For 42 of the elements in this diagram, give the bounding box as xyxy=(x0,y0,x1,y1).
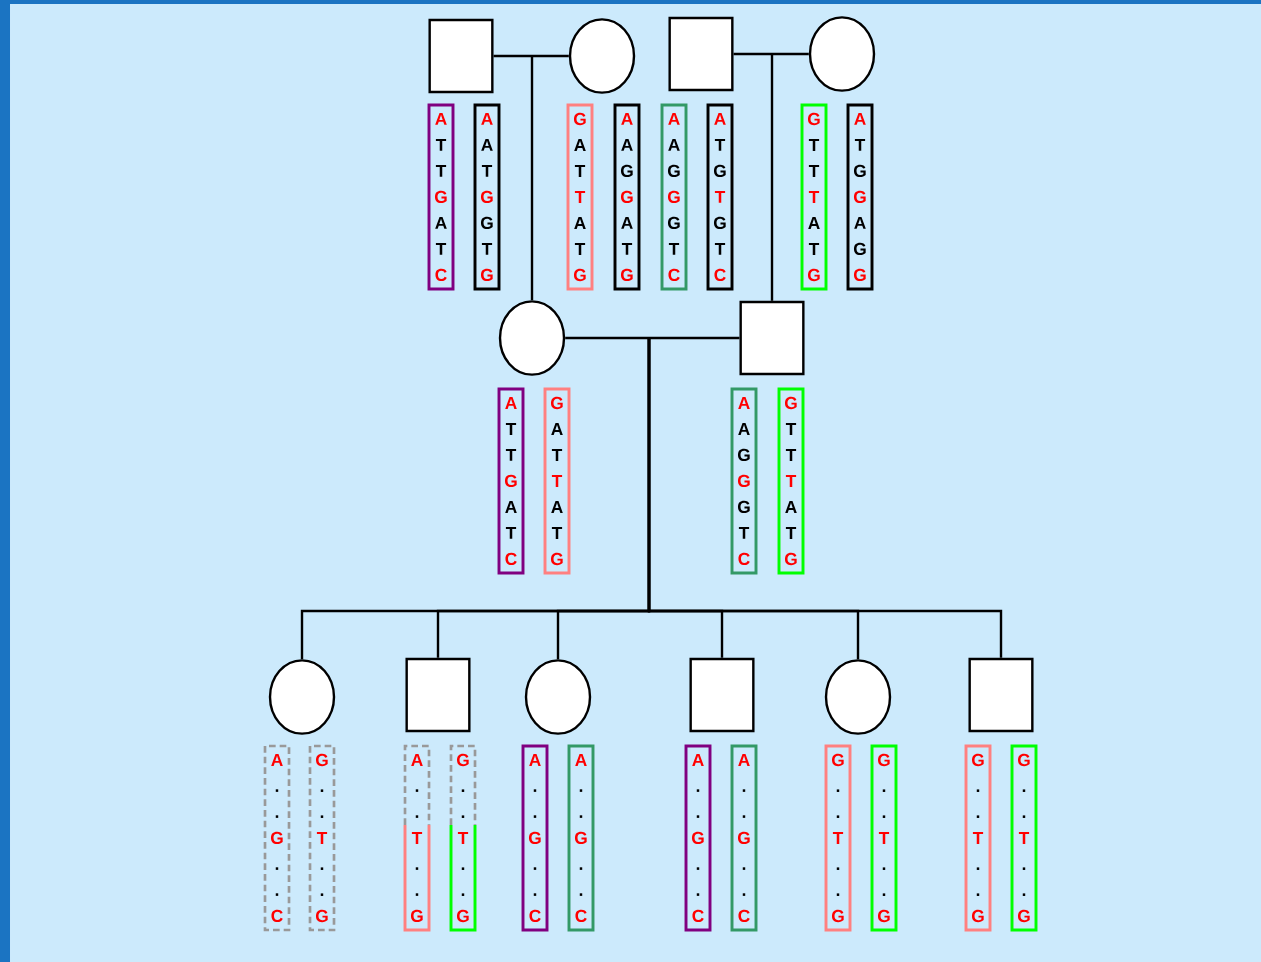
female-circle xyxy=(268,659,336,735)
chromosome-strip: G A T T A T G xyxy=(566,103,594,291)
chromosome-strip: G . . T . . G xyxy=(308,744,336,932)
male-square xyxy=(739,300,805,376)
male-square xyxy=(428,18,494,94)
chromosome-strip: A T T G A T C xyxy=(497,387,525,575)
pedigree-line xyxy=(647,338,1003,658)
pedigree-line xyxy=(770,54,774,301)
male-square xyxy=(668,16,734,92)
male-square xyxy=(405,657,471,733)
chromosome-strip: G . . T . . G xyxy=(824,744,852,932)
chromosome-strip: G T T T A T G xyxy=(777,387,805,575)
chromosome-strip: A . . G . . C xyxy=(730,744,758,932)
female-circle xyxy=(498,300,566,376)
chromosome-strip: A A G G G T C xyxy=(660,103,688,291)
chromosome-strip: G T T T A T G xyxy=(800,103,828,291)
chromosome-strip: A . . G . . C xyxy=(263,744,291,932)
chromosome-strip: A T G T G T C xyxy=(706,103,734,291)
pedigree-line xyxy=(530,56,534,301)
female-circle xyxy=(524,659,592,735)
female-circle xyxy=(824,659,892,735)
pedigree-line xyxy=(565,336,740,340)
chromosome-strip: G A T T A T G xyxy=(543,387,571,575)
female-circle xyxy=(808,16,876,92)
chromosome-strip: A . . G . . C xyxy=(567,744,595,932)
male-square xyxy=(968,657,1034,733)
chromosome-strip: A . . T . . G xyxy=(403,744,431,932)
female-circle xyxy=(568,18,636,94)
chromosome-strip: A A T G G T G xyxy=(473,103,501,291)
pedigree-line xyxy=(733,52,809,56)
chromosome-strip: A . . G . . C xyxy=(521,744,549,932)
chromosome-strip: A A G G G T C xyxy=(730,387,758,575)
chromosome-strip: A T G G A G G xyxy=(846,103,874,291)
chromosome-strip: G . . T . . G xyxy=(870,744,898,932)
chromosome-strip: A A G G A T G xyxy=(613,103,641,291)
chromosome-strip: G . . T . . G xyxy=(1010,744,1038,932)
chromosome-strip: G . . T . . G xyxy=(449,744,477,932)
chromosome-strip: G . . T . . G xyxy=(964,744,992,932)
male-square xyxy=(689,657,755,733)
pedigree-line xyxy=(493,54,569,58)
chromosome-strip: A T T G A T C xyxy=(427,103,455,291)
chromosome-strip: A . . G . . C xyxy=(684,744,712,932)
